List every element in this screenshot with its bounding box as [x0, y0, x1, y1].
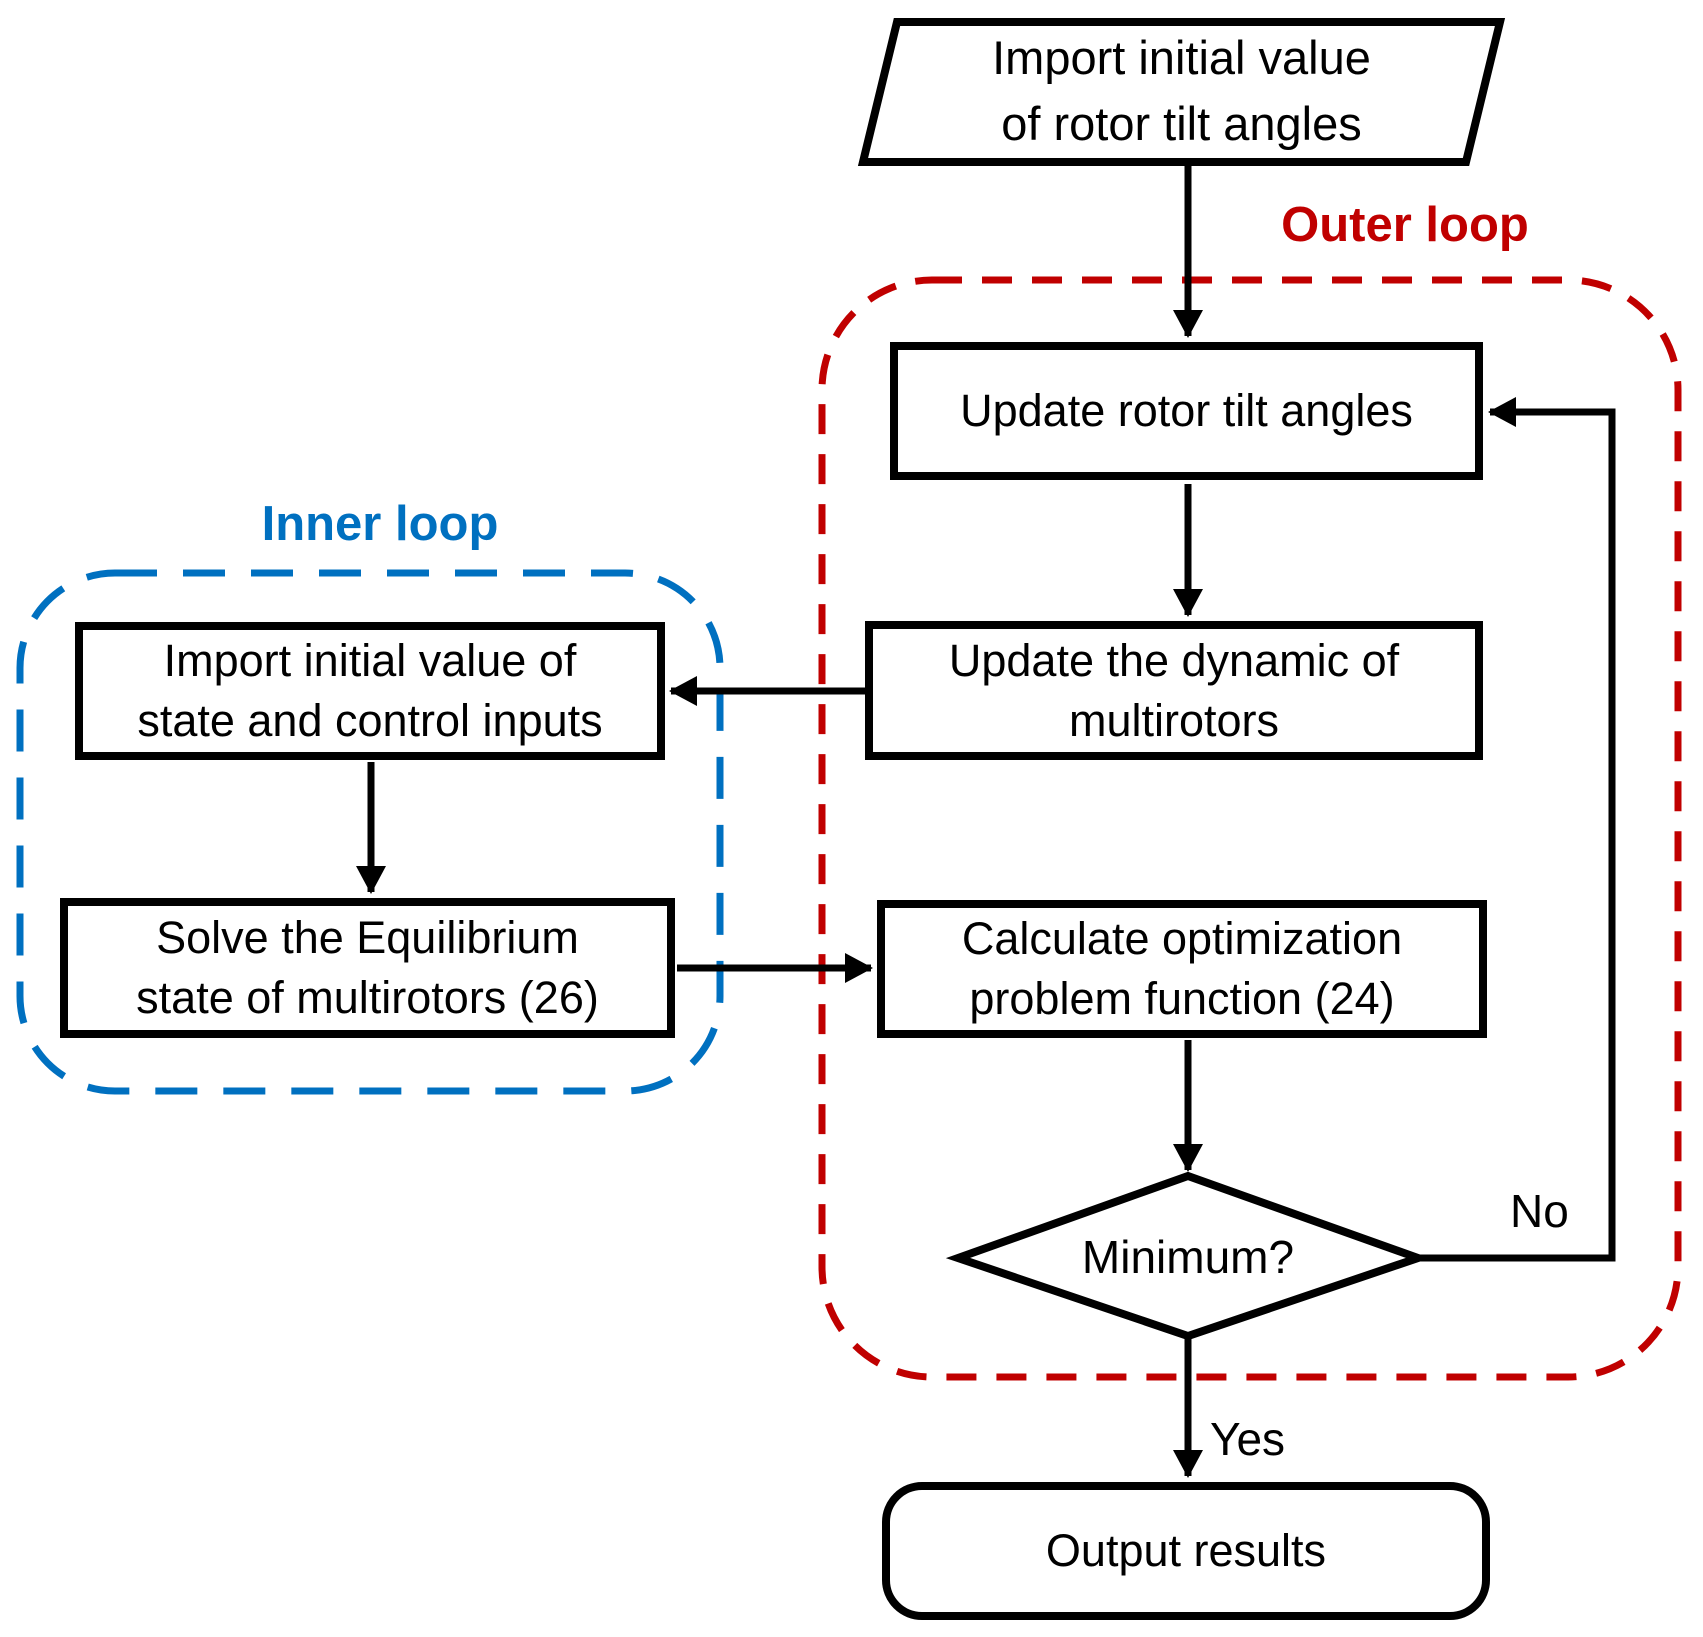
outer-loop-boundary [818, 276, 1682, 1381]
node-calculate-line2: problem function (24) [969, 973, 1395, 1024]
decision-diamond-shape [945, 1171, 1431, 1341]
node-update-tilt-line1: Update rotor tilt angles [960, 385, 1413, 436]
node-output-line1: Output results [1045, 1525, 1327, 1576]
node-solve-equilibrium-line2: state of multirotors (26) [136, 972, 599, 1023]
node-calculate-optimization-function: Calculate optimization problem function … [877, 900, 1487, 1038]
node-minimum-decision: Minimum? [958, 1178, 1418, 1336]
node-update-dynamic-of-multirotors: Update the dynamic of multirotors [865, 621, 1483, 760]
node-start: Import initial value of rotor tilt angle… [863, 20, 1500, 162]
node-start-line1: Import initial value [992, 31, 1371, 84]
node-output-results: Output results [882, 1482, 1490, 1620]
node-start-line2: of rotor tilt angles [1001, 97, 1362, 150]
outer-loop-label: Outer loop [1281, 198, 1529, 252]
node-solve-equilibrium-state: Solve the Equilibrium state of multiroto… [60, 898, 675, 1038]
edge-label-yes: Yes [1210, 1413, 1286, 1465]
node-import-state-line2: state and control inputs [137, 695, 603, 746]
node-update-rotor-tilt-angles: Update rotor tilt angles [890, 342, 1483, 480]
node-calculate-line1: Calculate optimization [961, 913, 1403, 964]
node-solve-equilibrium-line1: Solve the Equilibrium [156, 912, 579, 963]
node-import-state-control-inputs: Import initial value of state and contro… [75, 622, 665, 760]
edge-decision-no-feedback [1418, 397, 1616, 1262]
edge-label-no: No [1510, 1185, 1569, 1237]
node-minimum-line1: Minimum? [1081, 1231, 1295, 1283]
node-import-state-line1: Import initial value of [163, 635, 577, 686]
start-parallelogram-shape [857, 18, 1506, 166]
inner-loop-boundary [16, 569, 724, 1095]
inner-loop-label: Inner loop [261, 497, 499, 551]
node-update-dynamic-line1: Update the dynamic of [948, 634, 1400, 686]
node-update-dynamic-line2: multirotors [1068, 694, 1280, 746]
